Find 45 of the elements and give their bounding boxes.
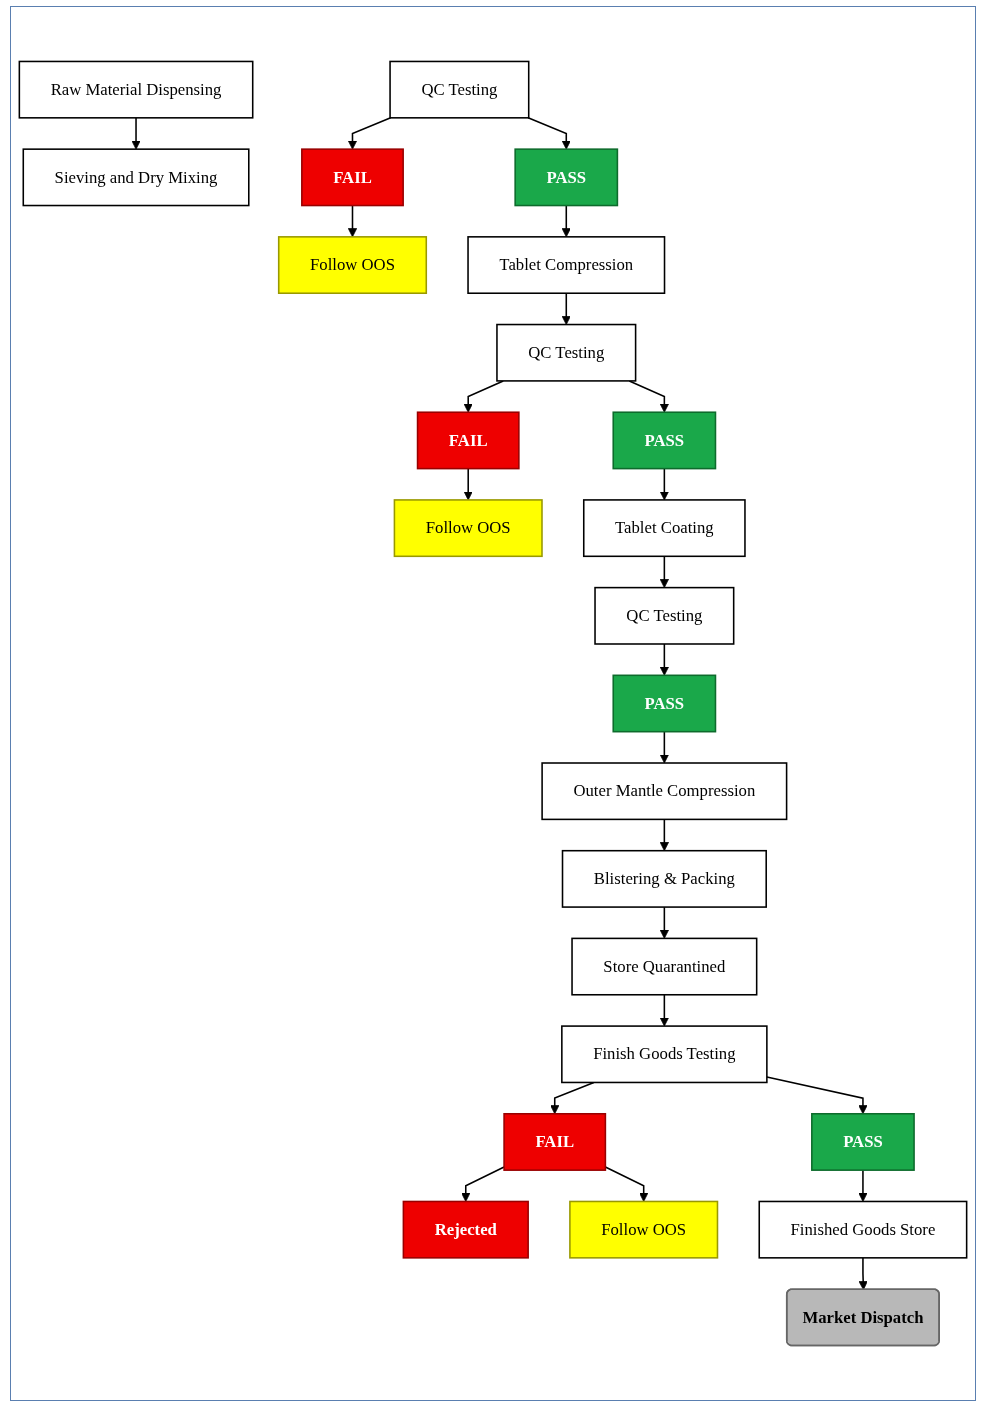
node-box: Sieving and Dry Mixing <box>22 148 250 207</box>
arrow <box>463 380 504 413</box>
arrow <box>766 1076 868 1115</box>
node-box: Follow OOS <box>277 236 428 294</box>
arrow <box>659 818 669 852</box>
arrow <box>858 1257 868 1291</box>
arrow <box>131 117 141 150</box>
node-box: Rejected <box>402 1200 529 1259</box>
node-box: PASS <box>612 411 717 470</box>
arrow <box>347 117 392 150</box>
arrow <box>659 643 669 676</box>
arrow <box>527 117 571 150</box>
node-box: QC Testing <box>594 586 735 645</box>
node-box: FAIL <box>416 411 520 470</box>
node-box: FAIL <box>503 1113 607 1171</box>
arrow <box>659 994 669 1027</box>
arrow <box>858 1169 868 1202</box>
node-box: Tablet Compression <box>467 236 666 294</box>
arrow <box>604 1166 649 1202</box>
node-box: FAIL <box>301 148 404 207</box>
node-box: Outer Mantle Compression <box>541 762 788 821</box>
arrow <box>659 555 669 589</box>
arrow <box>659 730 669 764</box>
node-box: QC Testing <box>389 60 530 119</box>
arrow <box>347 204 358 238</box>
node-box: Raw Material Dispensing <box>18 60 254 119</box>
node-box: Follow OOS <box>569 1200 719 1259</box>
arrow <box>561 292 571 325</box>
node-box: Finished Goods Store <box>758 1200 968 1259</box>
node-box: Tablet Coating <box>582 499 746 558</box>
node-box: PASS <box>612 674 717 733</box>
arrow <box>659 906 669 939</box>
arrow <box>659 467 669 501</box>
node-box: PASS <box>514 148 619 207</box>
node-box: QC Testing <box>496 323 637 382</box>
arrow <box>628 380 669 413</box>
arrow <box>461 1166 505 1202</box>
node-box: Blistering & Packing <box>561 849 767 908</box>
node-box: PASS <box>811 1113 915 1171</box>
arrow <box>561 204 571 238</box>
arrow <box>463 467 473 501</box>
node-box: Follow OOS <box>393 499 543 558</box>
arrow <box>550 1081 595 1115</box>
node-box: Finish Goods Testing <box>561 1025 768 1084</box>
node-box: Store Quarantined <box>571 937 758 996</box>
